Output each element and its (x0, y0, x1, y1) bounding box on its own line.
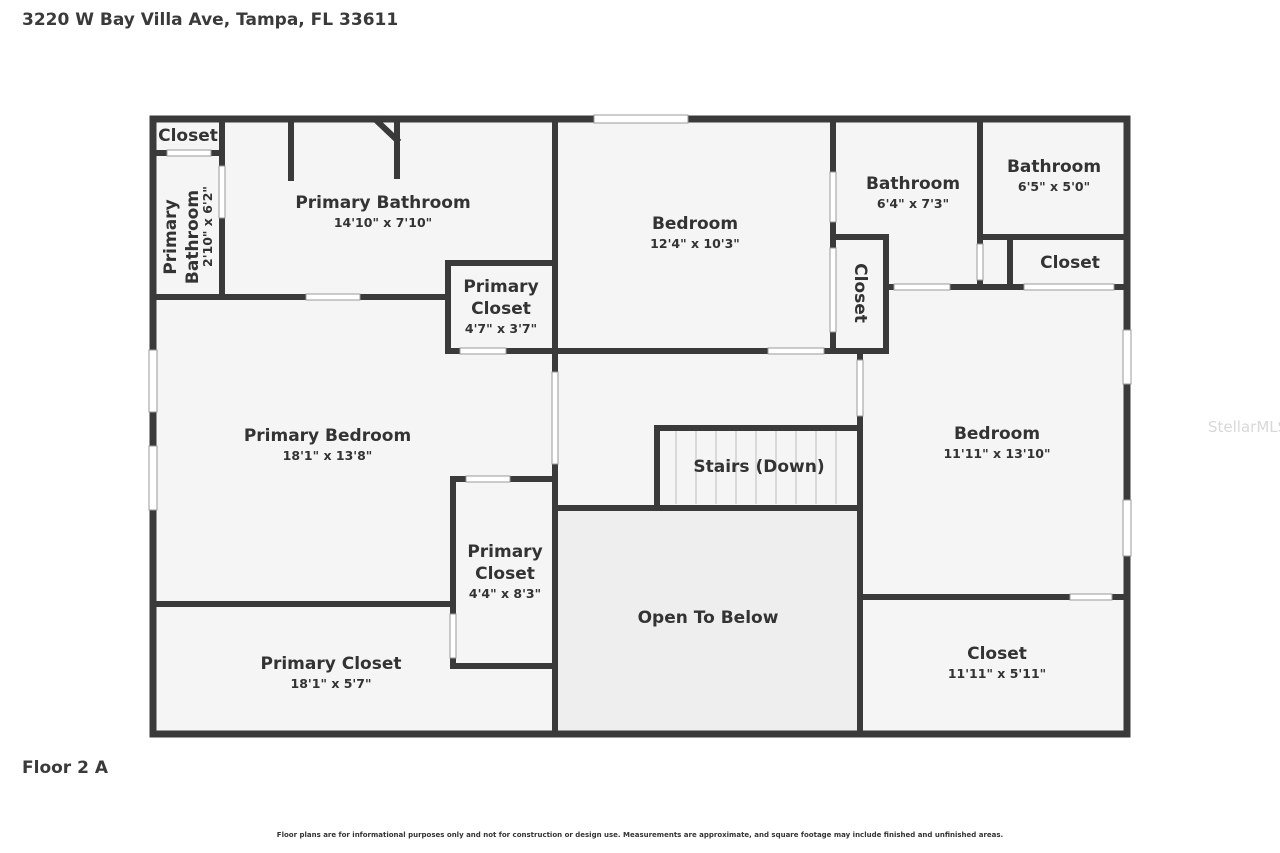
room-primary-closet-c: Primary Closet 18'1" x 5'7" (160, 653, 502, 693)
room-name: Bedroom (651, 214, 739, 234)
room-dims: 18'1" x 5'7" (290, 676, 372, 691)
stair-treads (675, 430, 837, 504)
room-dims: 11'11" x 5'11" (947, 666, 1047, 681)
room-bathroom-b: Bathroom 6'5" x 5'0" (985, 156, 1123, 196)
room-name-line1: Primary (161, 199, 181, 275)
room-primary-bathroom-small-dims: 2'10" x 6'2" (200, 186, 215, 267)
room-name: Open To Below (637, 608, 779, 628)
room-primary-closet-b: Primary Closet 4'4" x 8'3" (456, 541, 554, 603)
room-open-to-below: Open To Below (560, 607, 856, 629)
room-dims: 4'7" x 3'7" (464, 321, 538, 336)
room-dims: 18'1" x 13'8" (282, 448, 373, 463)
openings (148, 114, 1132, 659)
room-dims: 14'10" x 7'10" (333, 215, 433, 230)
room-closet-right: Closet (1014, 252, 1126, 274)
room-name-line2: Closet (471, 299, 531, 319)
room-bathroom-a: Bathroom 6'4" x 7'3" (838, 173, 988, 213)
room-closet-vertical: Closet (850, 263, 870, 323)
room-primary-closet-a: Primary Closet 4'7" x 3'7" (452, 276, 550, 338)
room-name: Closet (967, 644, 1027, 664)
room-dims: 12'4" x 10'3" (650, 236, 740, 251)
room-name-line2: Closet (475, 564, 535, 584)
open-to-below-area (556, 508, 858, 734)
room-name: Bathroom (1006, 157, 1102, 177)
room-dims: 4'4" x 8'3" (468, 586, 542, 601)
room-name-line1: Primary (463, 277, 539, 297)
room-stairs: Stairs (Down) (660, 456, 858, 478)
room-bedroom-top: Bedroom 12'4" x 10'3" (560, 213, 830, 253)
room-dims: 6'4" x 7'3" (876, 196, 950, 211)
room-name: Primary Bedroom (243, 426, 412, 446)
room-primary-bathroom: Primary Bathroom 14'10" x 7'10" (228, 192, 538, 232)
room-name: Closet (158, 126, 218, 146)
room-name-line1: Primary (467, 542, 543, 562)
watermark: StellarMLS (1208, 418, 1280, 436)
floor-label: Floor 2 A (22, 758, 109, 778)
room-primary-bedroom: Primary Bedroom 18'1" x 13'8" (160, 425, 495, 465)
room-bedroom-right: Bedroom 11'11" x 13'10" (866, 423, 1128, 463)
room-dims: 11'11" x 13'10" (943, 446, 1051, 461)
property-address: 3220 W Bay Villa Ave, Tampa, FL 33611 (22, 10, 399, 30)
room-closet-bottom-right: Closet 11'11" x 5'11" (866, 643, 1128, 683)
room-name: Closet (1040, 253, 1100, 273)
room-dims: 6'5" x 5'0" (1017, 179, 1091, 194)
room-name: Bedroom (953, 424, 1041, 444)
room-closet-top-left: Closet (156, 125, 220, 147)
disclaimer-text: Floor plans are for informational purpos… (276, 831, 1004, 839)
room-name: Primary Closet (260, 654, 402, 674)
room-name: Primary Bathroom (295, 193, 471, 213)
room-name: Bathroom (865, 174, 961, 194)
room-name: Stairs (Down) (693, 457, 825, 477)
